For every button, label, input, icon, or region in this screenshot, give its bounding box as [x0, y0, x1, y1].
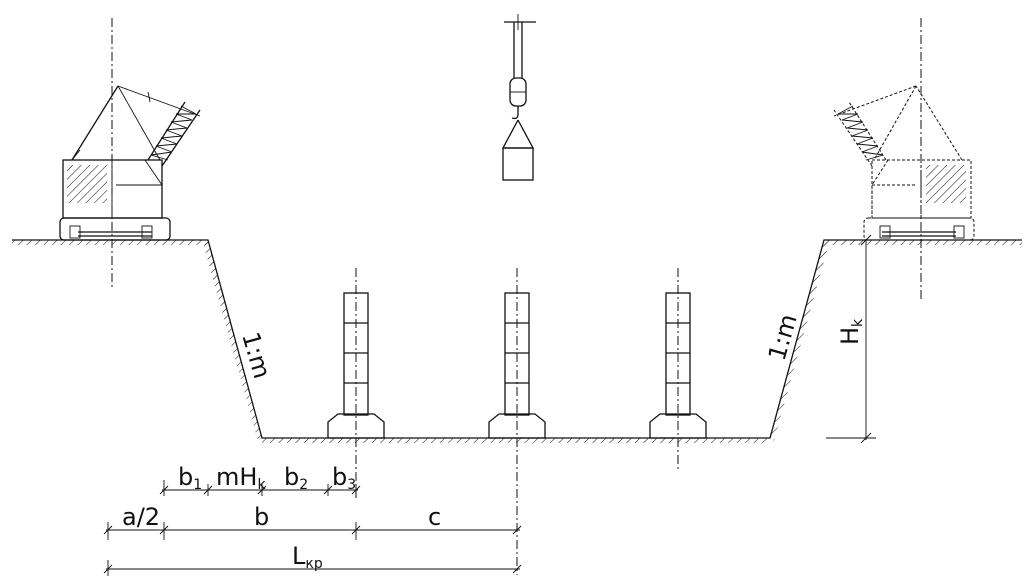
crane-hook-with-load-icon: [501, 14, 536, 181]
slope-hatch-left: [203, 240, 262, 441]
dim-b2: b2: [284, 463, 308, 493]
dim-c: c: [428, 503, 441, 531]
counterweight-hatch-left: [67, 165, 107, 203]
ground-hatch-left: [12, 240, 208, 245]
depth-dimension: Hk: [826, 234, 876, 444]
dim-lkr: Lкр: [292, 542, 323, 572]
dimension-row-3: Lкр: [103, 542, 522, 576]
crawler-crane-dashed-icon: [833, 85, 975, 241]
dim-mhk: mHk: [216, 463, 266, 493]
dim-b3: b3: [332, 463, 356, 493]
slope-hatch-right: [770, 240, 829, 441]
counterweight-hatch-right: [926, 165, 966, 203]
dimension-row-1: b1 mHk b2 b3: [159, 463, 361, 496]
crane-tracks-left: [59, 217, 171, 241]
ground-hatch-right: [824, 240, 1022, 245]
crawler-crane-icon: [59, 85, 201, 241]
dim-b1: b1: [178, 463, 202, 493]
dim-a-half: a/2: [122, 503, 160, 531]
load-block: [502, 147, 534, 181]
depth-label: Hk: [836, 318, 866, 345]
crane-tracks-right: [863, 217, 975, 241]
pit-profile: [12, 239, 1022, 443]
dimension-row-2: a/2 b c: [103, 503, 522, 540]
dim-b: b: [254, 503, 269, 531]
bottom-hatch: [262, 438, 770, 443]
